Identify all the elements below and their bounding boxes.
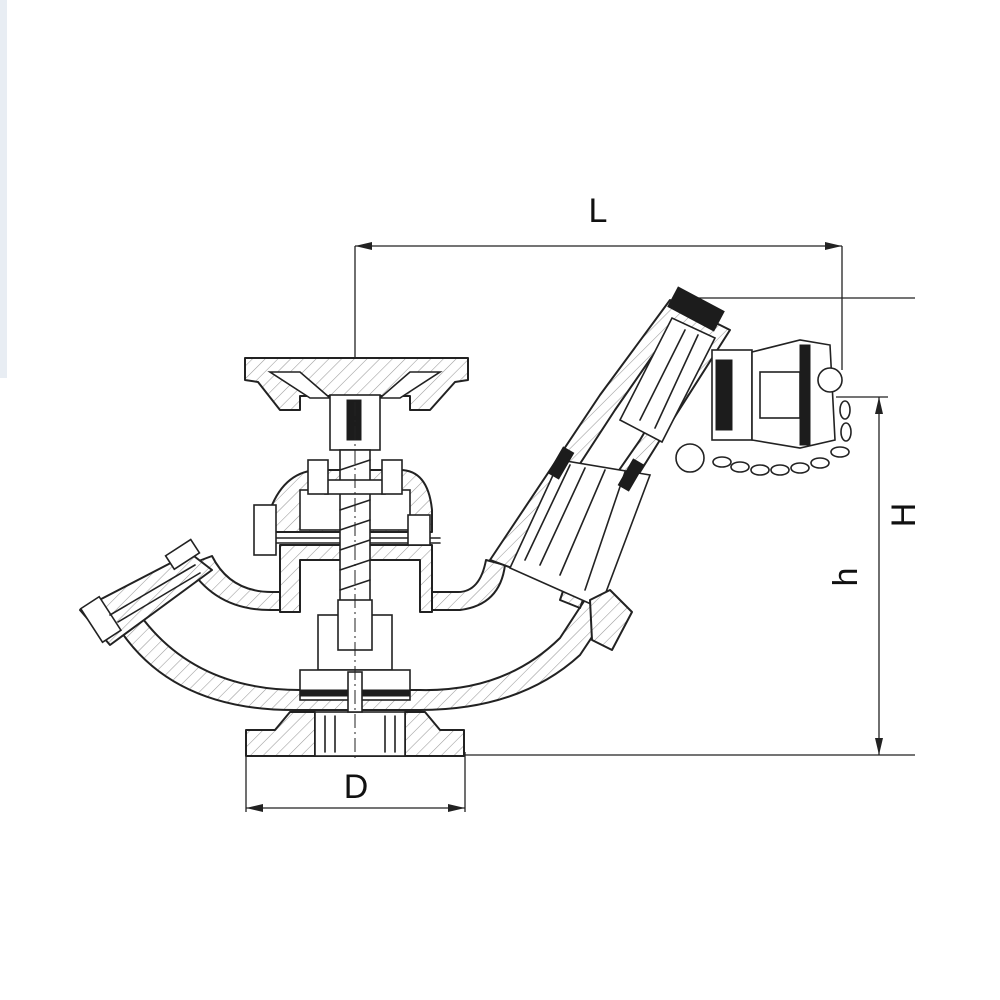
cap-chain bbox=[712, 400, 852, 476]
outlet-coupling bbox=[711, 339, 852, 476]
dimension-lines bbox=[245, 242, 915, 812]
inclined-branch bbox=[489, 286, 731, 651]
left-edge-strip bbox=[0, 0, 7, 378]
dimension-label-H: H bbox=[885, 503, 923, 528]
dimension-label-D: D bbox=[344, 768, 369, 806]
lug-eye bbox=[675, 443, 705, 473]
dimension-label-L: L bbox=[589, 192, 608, 230]
handwheel-assembly bbox=[244, 357, 469, 713]
left-outlet-flange bbox=[79, 538, 213, 646]
cap-ring bbox=[817, 367, 843, 393]
valve-body bbox=[79, 286, 731, 757]
dimension-label-h: h bbox=[827, 568, 865, 587]
